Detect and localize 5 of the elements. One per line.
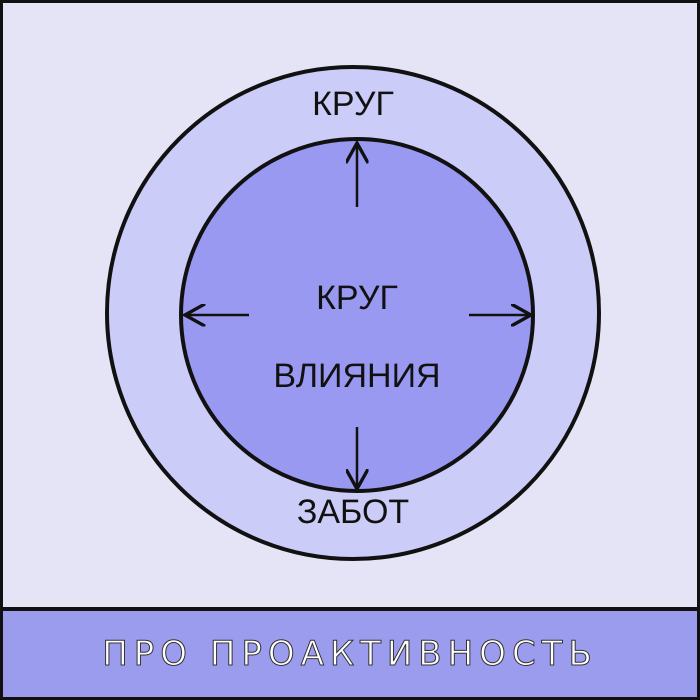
band-title: ПРО ПРОАКТИВНОСТЬ <box>102 634 598 674</box>
circle-label: КРУГ ВЛИЯНИЯ <box>272 278 442 397</box>
circle-label: КРУГ <box>311 87 395 121</box>
circle-label: ЗАБОТ <box>296 495 410 529</box>
title-band <box>3 607 697 697</box>
